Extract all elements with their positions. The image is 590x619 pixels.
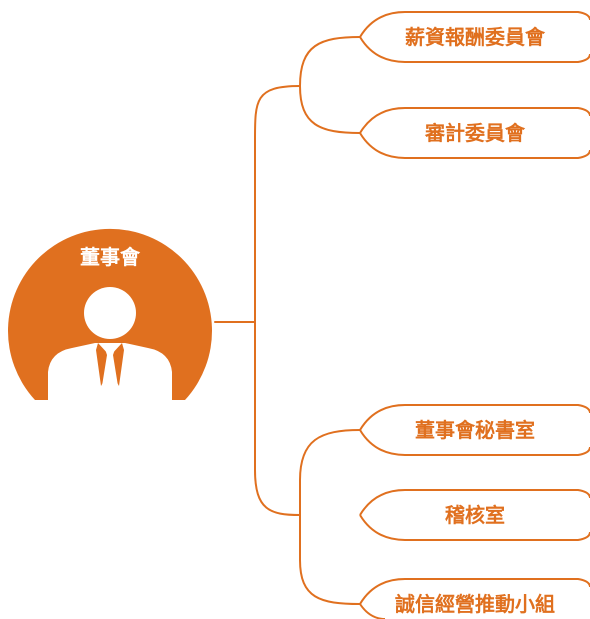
root-node[interactable]: 董事會 <box>8 228 213 400</box>
node-label: 董事會秘書室 <box>415 418 535 442</box>
connector-branch-lower <box>299 429 361 605</box>
child-node-audit-committee[interactable]: 審計委員會 <box>359 107 590 159</box>
connector-trunk <box>254 85 301 516</box>
child-node-salary-committee[interactable]: 薪資報酬委員會 <box>359 11 590 63</box>
connector-branch-upper <box>298 36 361 134</box>
node-label: 審計委員會 <box>424 121 526 145</box>
node-label: 稽核室 <box>445 503 505 527</box>
connectors <box>214 36 361 605</box>
person-in-suit-icon <box>48 287 172 400</box>
node-label: 誠信經營推動小組 <box>395 592 555 616</box>
child-node-board-secretariat[interactable]: 董事會秘書室 <box>359 404 590 456</box>
child-node-audit-office[interactable]: 稽核室 <box>359 489 590 541</box>
root-label: 董事會 <box>80 245 141 269</box>
node-label: 薪資報酬委員會 <box>405 25 546 49</box>
child-node-integrity-group[interactable]: 誠信經營推動小組 <box>359 578 590 619</box>
